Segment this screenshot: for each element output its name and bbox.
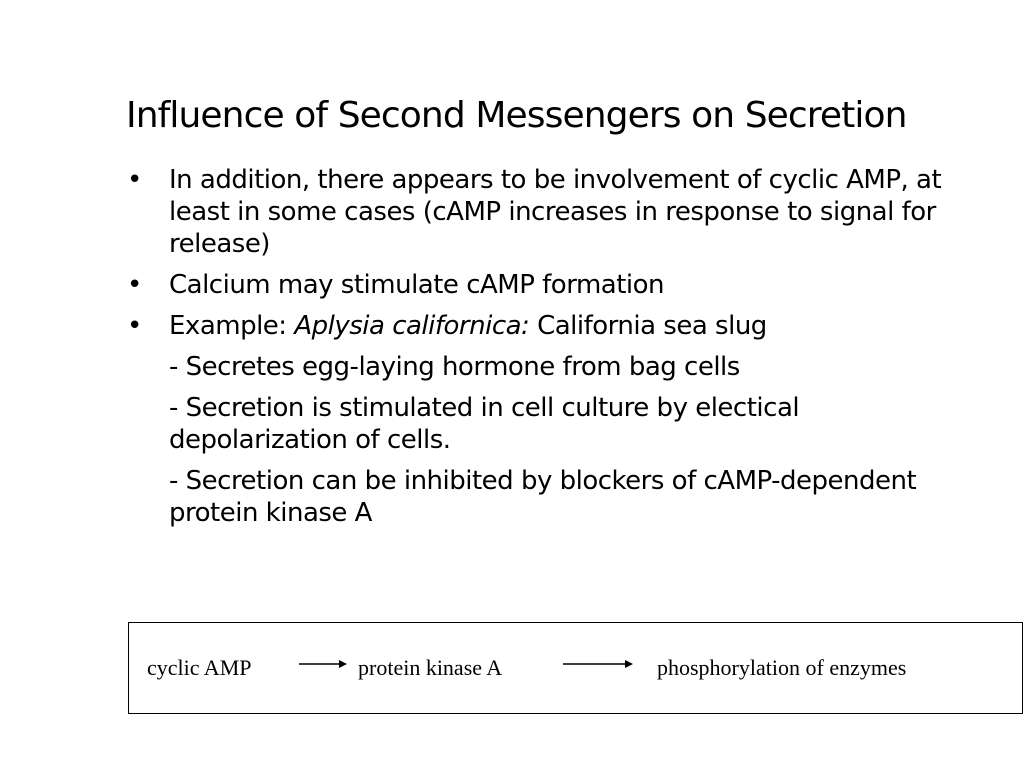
pathway-box: cyclic AMP protein kinase A phosphorylat… <box>128 622 1023 714</box>
sub-point: - Secretion is stimulated in cell cultur… <box>169 393 800 455</box>
arrow-right-icon <box>299 660 347 668</box>
bullet-dot-icon: • <box>127 311 142 341</box>
sub-point: - Secretes egg-laying hormone from bag c… <box>169 352 740 382</box>
bullet-item: • Calcium may stimulate cAMP formation <box>127 269 957 301</box>
bullet-item: • In addition, there appears to be invol… <box>127 164 957 260</box>
sub-point: - Secretion can be inhibited by blockers… <box>169 466 917 528</box>
pathway-step-phosphorylation: phosphorylation of enzymes <box>657 655 907 680</box>
slide-title: Influence of Second Messengers on Secret… <box>126 95 907 136</box>
example-common-name: California sea slug <box>529 311 767 341</box>
bullet-text: Calcium may stimulate cAMP formation <box>169 270 665 300</box>
example-species: Aplysia californica: <box>294 311 530 341</box>
bullet-item-example: • Example: Aplysia californica: Californ… <box>127 310 957 342</box>
example-prefix: Example: <box>169 311 295 341</box>
pathway-step-protein-kinase: protein kinase A <box>358 655 503 680</box>
pathway-step-cyclic-amp: cyclic AMP <box>147 655 252 680</box>
bullet-dot-icon: • <box>127 270 142 300</box>
arrow-right-icon <box>563 660 633 668</box>
bullet-dot-icon: • <box>127 165 142 195</box>
slide-body: • In addition, there appears to be invol… <box>127 164 957 538</box>
bullet-text: In addition, there appears to be involve… <box>169 165 942 259</box>
